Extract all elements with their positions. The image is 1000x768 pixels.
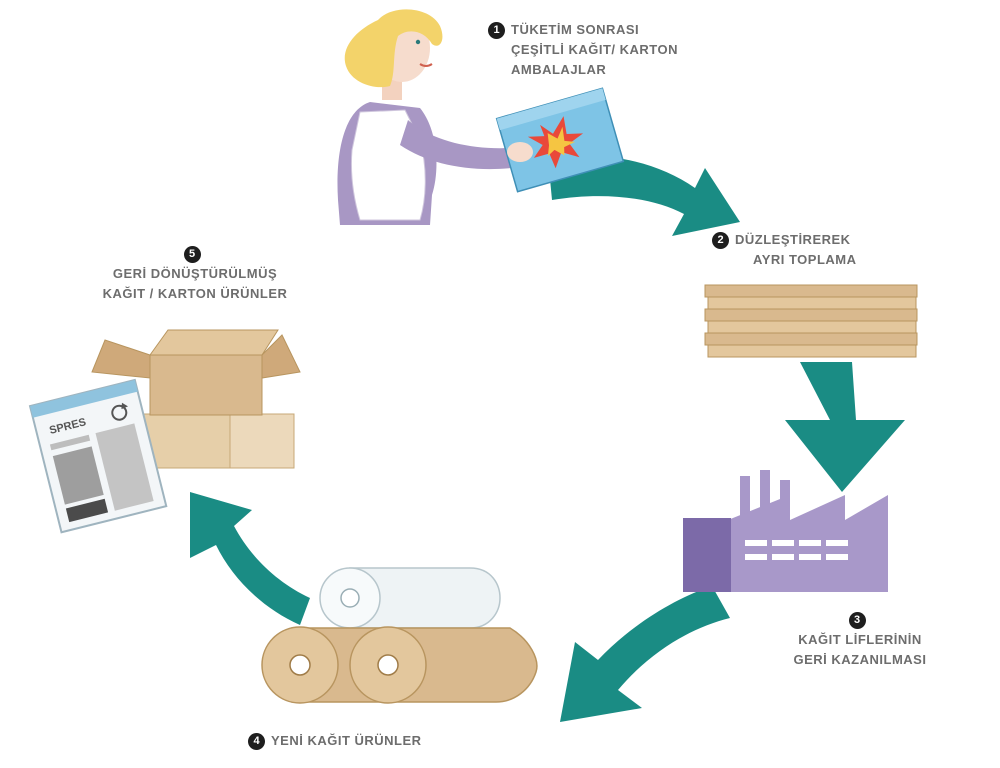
step-5-line-2: KAĞIT / KARTON ÜRÜNLER [102, 286, 288, 301]
step-1-line-3: AMBALAJLAR [511, 62, 607, 77]
step-1-label: 1 TÜKETİM SONRASI ÇEŞİTLİ KAĞIT/ KARTON A… [488, 20, 678, 80]
step-4-label: 4 YENİ KAĞIT ÜRÜNLER [248, 731, 422, 751]
step-2-line-1: DÜZLEŞTİREREK [735, 232, 851, 247]
flattened-cardboard-stack-icon [704, 284, 918, 358]
woman-with-package-icon [337, 9, 625, 225]
paper-rolls-icon [261, 567, 538, 704]
arrow-1-to-2 [548, 155, 740, 236]
step-2-line-2: AYRI TOPLAMA [753, 252, 857, 267]
step-5-line-1: GERİ DÖNÜŞTÜRÜLMÜŞ [112, 266, 278, 281]
newspaper-icon: SPRES [28, 378, 168, 534]
step-2-number: 2 [712, 232, 729, 250]
step-5-number: 5 [183, 246, 201, 264]
step-1-line-2: ÇEŞİTLİ KAĞIT/ KARTON [511, 42, 678, 57]
arrow-2-to-3 [785, 362, 905, 492]
cardboard-boxes-icon [91, 329, 301, 469]
recycle-icon [111, 402, 129, 421]
cycle-arrow-icon [190, 155, 905, 722]
step-3-number: 3 [848, 612, 866, 630]
step-4-line-1: YENİ KAĞIT ÜRÜNLER [271, 733, 422, 748]
factory-icon [683, 470, 888, 592]
step-1-number: 1 [488, 22, 505, 40]
arrow-3-to-4 [560, 586, 730, 722]
step-1-line-1: TÜKETİM SONRASI [511, 22, 640, 37]
step-3-line-2: GERİ KAZANILMASI [793, 652, 927, 667]
step-5-label: 5 GERİ DÖNÜŞTÜRÜLMÜŞ KAĞIT / KARTON ÜRÜN… [60, 244, 330, 304]
step-2-label: 2 DÜZLEŞTİREREK AYRI TOPLAMA [712, 230, 857, 270]
step-4-number: 4 [248, 733, 265, 751]
arrow-4-to-5 [190, 492, 310, 625]
step-3-label: 3 KAĞIT LİFLERİNİN GERİ KAZANILMASI [770, 610, 950, 670]
step-3-line-1: KAĞIT LİFLERİNİN [798, 632, 922, 647]
